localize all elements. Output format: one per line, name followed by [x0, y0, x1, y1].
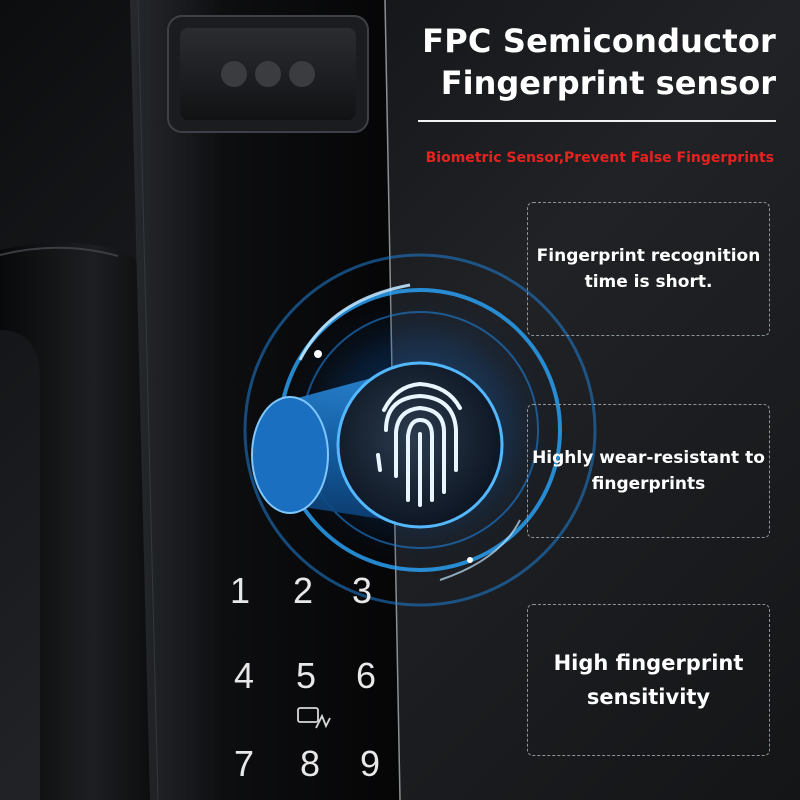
feature-text: Highly wear-resistant to fingerprints	[532, 448, 765, 494]
subtitle: Biometric Sensor,Prevent False Fingerpri…	[425, 150, 774, 166]
feature-box-sensitivity: High fingerprint sensitivity	[527, 604, 770, 756]
key-8: 8	[300, 743, 320, 784]
key-1: 1	[230, 570, 250, 611]
key-6: 6	[356, 655, 376, 696]
camera-lens-3	[289, 61, 315, 87]
key-2: 2	[293, 570, 313, 611]
fingerprint-icon	[376, 381, 462, 507]
key-7: 7	[234, 743, 254, 784]
headline-line-1: FPC Semiconductor	[422, 22, 776, 60]
card-tap-icon	[297, 707, 331, 729]
divider	[418, 120, 776, 122]
key-3: 3	[352, 570, 372, 611]
camera-lens-1	[221, 61, 247, 87]
feature-box-recognition-time: Fingerprint recognition time is short.	[527, 202, 770, 336]
door-handle	[0, 242, 155, 800]
key-5: 5	[296, 655, 316, 696]
feature-text: High fingerprint sensitivity	[553, 651, 744, 709]
feature-box-wear-resistant: Highly wear-resistant to fingerprints	[527, 404, 770, 538]
headline-line-2: Fingerprint sensor	[440, 64, 776, 102]
camera-lens-2	[255, 61, 281, 87]
sensor-cylinder-end	[251, 396, 329, 514]
lock-body	[130, 0, 400, 800]
key-9: 9	[360, 743, 380, 784]
keypad: 1 2 3 4 5 6 7 8 9	[230, 570, 380, 784]
key-4: 4	[234, 655, 254, 696]
feature-text: Fingerprint recognition time is short.	[536, 246, 761, 292]
